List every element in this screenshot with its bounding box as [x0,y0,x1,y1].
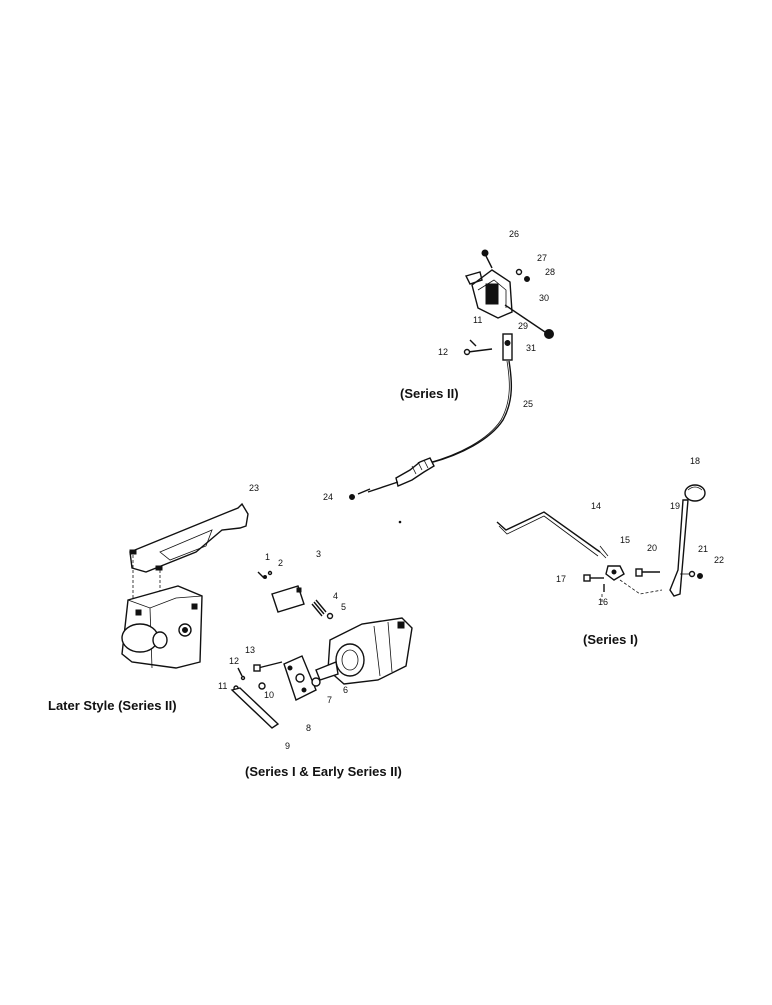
callout-10: 10 [264,690,274,700]
bolt-26-shank [485,255,493,269]
callout-15: 15 [620,535,630,545]
callout-14: 14 [591,501,601,511]
callout-30: 30 [539,293,549,303]
callout-25: 25 [523,399,533,409]
series-ii-control-assembly [349,249,554,500]
callout-19: 19 [670,501,680,511]
callout-8: 8 [306,723,311,733]
callout-16: 16 [598,597,608,607]
caption-series-ii: (Series II) [400,386,459,401]
bolt-13 [257,661,283,669]
callout-28: 28 [545,267,555,277]
cable-25 [429,360,513,464]
callout-20: 20 [647,543,657,553]
callout-24: 24 [323,492,333,502]
knob-31 [544,329,554,339]
bracket-tab [464,271,483,285]
callout-5: 5 [341,602,346,612]
callout-31: 31 [526,343,536,353]
callout-29: 29 [518,321,528,331]
callout-18: 18 [690,456,700,466]
callout-6: 6 [343,685,348,695]
callout-21: 21 [698,544,708,554]
washer-2 [267,570,273,576]
callout-17: 17 [556,574,566,584]
nut-22 [697,573,703,579]
nut-24 [349,494,355,500]
pin-11 [469,339,477,347]
callout-11-upper: 11 [473,315,482,325]
callout-7: 7 [327,695,332,705]
later-style-assembly [121,502,249,669]
callout-22: 22 [714,555,724,565]
callout-numbers: 26 27 28 30 29 31 11 12 25 24 23 14 15 1… [218,229,724,751]
cable-rod [367,481,399,493]
washer-10 [258,682,266,690]
nut-28 [524,276,530,282]
lever-pivot-block [485,283,499,305]
shaft-6 [315,661,339,681]
caption-series-i-early-ii: (Series I & Early Series II) [245,764,402,779]
caption-later-style: Later Style (Series II) [48,698,177,713]
callout-11-lower: 11 [218,681,227,691]
series-i-shift-assembly [496,484,706,602]
bolt-12-upper [467,348,493,353]
plate-3 [271,585,305,613]
callout-26: 26 [509,229,519,239]
captions: (Series II) (Series I) Later Style (Seri… [48,386,638,779]
callout-23: 23 [249,483,259,493]
callout-12-upper: 12 [438,347,448,357]
pin-11-lower [237,667,243,677]
caption-series-i: (Series I) [583,632,638,647]
control-rod-30 [504,304,549,335]
lever-9 [230,687,280,729]
bolt-26-head [481,249,489,257]
shift-rod-14 [496,511,601,553]
callout-9: 9 [285,741,290,751]
callout-3: 3 [316,549,321,559]
callout-13: 13 [245,645,255,655]
lever-19 [669,499,689,597]
callout-2: 2 [278,558,283,568]
callout-27: 27 [537,253,547,263]
bracket-23 [129,502,249,573]
series-i-early-ii-assembly [230,570,413,729]
spring-4 [311,599,327,617]
clevis-29 [502,333,513,361]
seal-7 [311,677,321,687]
ball-5 [326,612,334,620]
callout-12-lower: 12 [229,656,239,666]
housing-bore [335,643,365,677]
washer-27 [515,268,523,276]
callout-1: 1 [265,552,270,562]
callout-4: 4 [333,591,338,601]
washer-21 [688,570,696,578]
